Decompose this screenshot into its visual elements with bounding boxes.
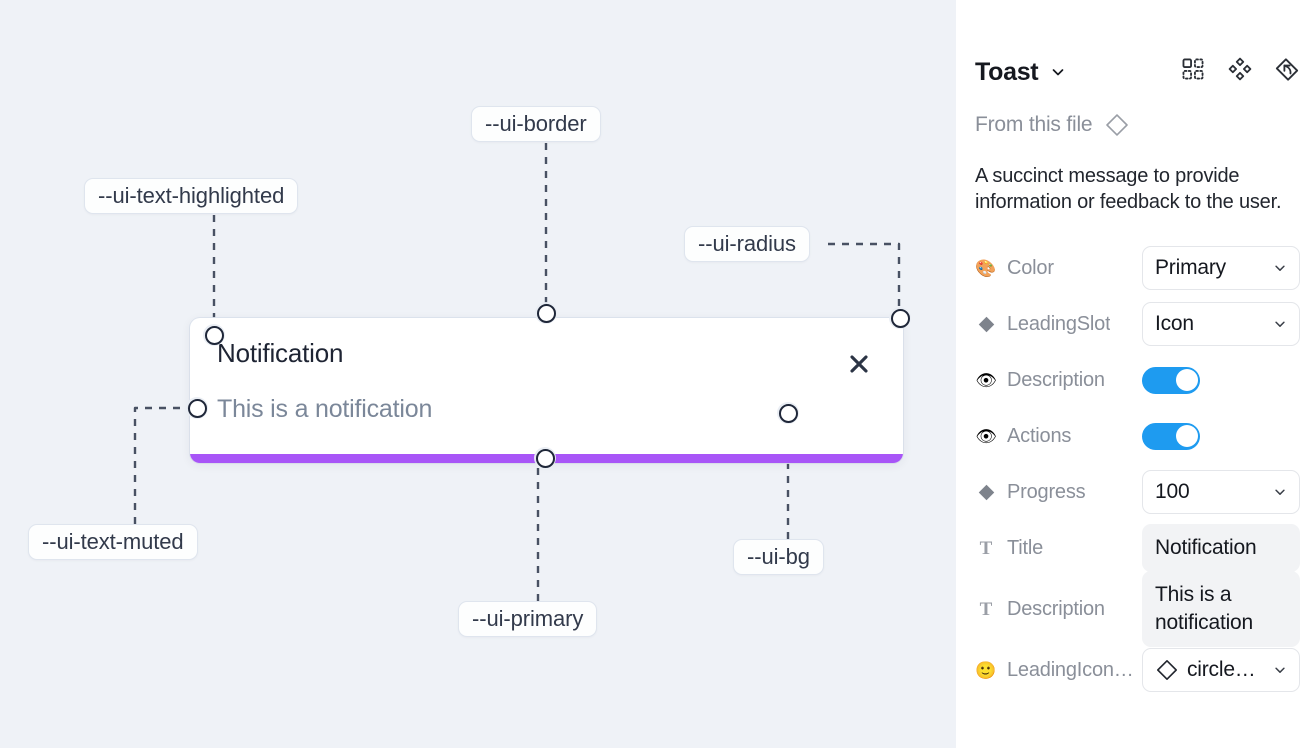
select-value: Primary <box>1155 256 1226 279</box>
text-t-icon: T <box>979 598 993 620</box>
title-field[interactable]: Notification <box>1142 523 1300 573</box>
token-label-ui-radius[interactable]: --ui-radius <box>684 226 810 262</box>
property-row-actions-visible: 👁 Actions <box>956 408 1312 464</box>
toast-description: This is a notification <box>217 395 433 423</box>
property-name: Progress <box>1007 480 1086 503</box>
design-canvas[interactable]: --ui-text-highlighted --ui-border --ui-r… <box>0 0 956 748</box>
field-value: Notification <box>1155 535 1257 559</box>
leadingslot-select[interactable]: Icon <box>1142 302 1300 346</box>
select-value: Icon <box>1155 312 1194 335</box>
description-field[interactable]: This is a notification <box>1142 570 1300 648</box>
properties-panel: Toast <box>956 0 1312 748</box>
anchor-dot-text-muted[interactable] <box>186 397 208 419</box>
token-label-text: --ui-primary <box>472 606 584 631</box>
from-this-file-label: From this file <box>975 113 1093 136</box>
chevron-down-icon <box>1273 261 1287 275</box>
color-select[interactable]: Primary <box>1142 246 1300 290</box>
property-label: 🎨 Color <box>975 257 1140 280</box>
token-label-ui-text-muted[interactable]: --ui-text-muted <box>28 524 198 560</box>
reset-instance-icon[interactable] <box>1274 56 1300 82</box>
token-label-text: --ui-bg <box>747 544 810 569</box>
component-grid-icon[interactable] <box>1180 56 1206 82</box>
panel-header: Toast <box>956 50 1312 94</box>
from-this-file-row: From this file <box>975 112 1130 138</box>
anchor-dot-radius[interactable] <box>889 307 911 329</box>
chevron-down-icon <box>1273 663 1287 677</box>
property-row-description-visible: 👁 Description <box>956 352 1312 408</box>
token-label-ui-primary[interactable]: --ui-primary <box>458 601 598 637</box>
token-label-ui-border[interactable]: --ui-border <box>471 106 601 142</box>
property-name: Actions <box>1007 424 1072 447</box>
property-control <box>1142 366 1200 394</box>
text-t-icon: T <box>979 537 993 559</box>
property-control: This is a notification <box>1142 570 1300 648</box>
toast-component-preview[interactable]: Notification This is a notification <box>190 318 903 463</box>
property-control: Icon <box>1142 302 1300 346</box>
property-row-description-text: T Description This is a notification <box>956 570 1312 648</box>
token-label-text: --ui-border <box>485 111 587 136</box>
property-label: 👁 Description <box>975 369 1140 392</box>
diamond-filled-icon <box>975 313 997 335</box>
chevron-down-icon[interactable] <box>1050 64 1066 80</box>
palette-icon: 🎨 <box>975 258 997 278</box>
property-row-progress: Progress 100 <box>956 464 1312 520</box>
anchor-dot-border[interactable] <box>535 302 557 324</box>
select-value: 100 <box>1155 480 1190 503</box>
token-label-ui-bg[interactable]: --ui-bg <box>733 539 824 575</box>
select-value: circle… <box>1187 658 1256 681</box>
property-label: LeadingSlot <box>975 313 1140 336</box>
description-toggle[interactable] <box>1142 366 1200 394</box>
panel-header-icons <box>1180 56 1300 82</box>
variants-cluster-icon[interactable] <box>1227 56 1253 82</box>
actions-toggle[interactable] <box>1142 422 1200 450</box>
chevron-down-icon <box>1273 485 1287 499</box>
property-label: Progress <box>975 481 1140 504</box>
chevron-down-icon <box>1273 317 1287 331</box>
diamond-filled-icon <box>975 481 997 503</box>
property-row-leadingicon: 🙂 LeadingIcon… circle… <box>956 642 1312 698</box>
anchor-dot-primary[interactable] <box>534 447 556 469</box>
property-rows: 🎨 Color Primary <box>956 240 1312 698</box>
diamond-outline-icon <box>1155 658 1179 682</box>
field-value: This is a notification <box>1155 582 1253 634</box>
property-name: Color <box>1007 256 1054 279</box>
property-control <box>1142 422 1200 450</box>
property-label: 🙂 LeadingIcon… <box>975 659 1140 682</box>
progress-select[interactable]: 100 <box>1142 470 1300 514</box>
property-control: Primary <box>1142 246 1300 290</box>
smiley-icon: 🙂 <box>975 660 997 680</box>
property-name: Description <box>1007 368 1105 391</box>
anchor-dot-bg[interactable] <box>777 402 799 424</box>
token-label-text: --ui-text-muted <box>42 529 184 554</box>
diamond-outline-icon <box>1104 112 1130 138</box>
property-label: 👁 Actions <box>975 425 1140 448</box>
property-name: Title <box>1007 536 1044 559</box>
token-label-ui-text-highlighted[interactable]: --ui-text-highlighted <box>84 178 299 214</box>
property-name: Description <box>1007 597 1105 620</box>
panel-title: Toast <box>975 57 1039 86</box>
property-name: LeadingSlot <box>1007 312 1111 335</box>
eye-icon: 👁 <box>975 426 997 446</box>
component-description: A succinct message to provide informatio… <box>975 165 1282 214</box>
property-control: Notification <box>1142 523 1300 573</box>
property-row-title: T Title Notification <box>956 520 1312 576</box>
eye-icon: 👁 <box>975 370 997 390</box>
property-label: T Description <box>975 598 1140 621</box>
leadingicon-select[interactable]: circle… <box>1142 648 1300 692</box>
property-control: 100 <box>1142 470 1300 514</box>
property-row-leadingslot: LeadingSlot Icon <box>956 296 1312 352</box>
anchor-dot-text-highlighted[interactable] <box>203 324 225 346</box>
toast-title: Notification <box>217 338 344 368</box>
property-label: T Title <box>975 537 1140 560</box>
close-x-icon[interactable] <box>845 350 873 378</box>
property-name: LeadingIcon… <box>1007 658 1134 681</box>
token-label-text: --ui-text-highlighted <box>98 183 285 208</box>
property-control: circle… <box>1142 648 1300 692</box>
token-label-text: --ui-radius <box>698 231 796 256</box>
property-row-color: 🎨 Color Primary <box>956 240 1312 296</box>
